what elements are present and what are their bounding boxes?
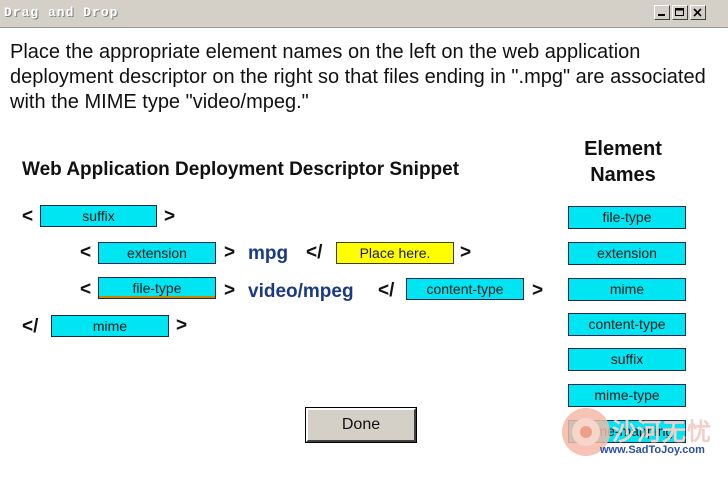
close-bracket: >: [532, 280, 544, 301]
maximize-icon: [675, 8, 684, 16]
title-bar: Drag and Drop: [0, 0, 728, 28]
drop-slot-extension[interactable]: extension: [98, 242, 216, 264]
open-bracket: <: [22, 206, 34, 227]
close-bracket: >: [176, 315, 188, 336]
close-icon: [693, 8, 702, 17]
drop-slot-suffix[interactable]: suffix: [40, 205, 157, 227]
open-bracket: <: [80, 242, 92, 263]
open-bracket: <: [80, 279, 92, 300]
minimize-icon: [658, 14, 665, 16]
snippet-title: Web Application Deployment Descriptor Sn…: [22, 159, 460, 180]
element-names-header: Element Names: [584, 138, 662, 186]
close-button[interactable]: [690, 5, 706, 20]
element-name-tile[interactable]: mime: [568, 278, 686, 301]
end-tag-open: </: [378, 280, 395, 301]
done-button[interactable]: Done: [305, 407, 417, 443]
element-name-tile[interactable]: suffix: [568, 348, 686, 371]
drop-slot-file-type[interactable]: file-type: [98, 277, 216, 299]
close-bracket: >: [460, 242, 472, 263]
watermark-cn: 沙河无忧: [612, 419, 712, 446]
close-bracket: >: [224, 280, 236, 301]
close-bracket: >: [164, 206, 176, 227]
drop-slot-content-type[interactable]: content-type: [406, 278, 524, 300]
minimize-button[interactable]: [654, 5, 670, 20]
element-name-tile[interactable]: extension: [568, 242, 686, 265]
watermark-url: www.SadToJoy.com: [600, 444, 705, 456]
end-tag-open: </: [22, 316, 39, 337]
element-name-tile[interactable]: file-type: [568, 206, 686, 229]
element-name-tile[interactable]: content-type: [568, 313, 686, 336]
close-bracket: >: [224, 242, 236, 263]
watermark-logo: [562, 408, 610, 456]
drop-slot-placeholder[interactable]: Place here.: [336, 242, 454, 264]
maximize-button[interactable]: [672, 5, 688, 20]
drop-slot-mime[interactable]: mime: [51, 315, 169, 337]
value-mpg: mpg: [248, 243, 289, 264]
window-title: Drag and Drop: [4, 5, 119, 20]
end-tag-open: </: [306, 242, 323, 263]
instructions-text: Place the appropriate element names on t…: [10, 41, 706, 113]
value-video-mpeg: video/mpeg: [248, 281, 354, 302]
element-name-tile[interactable]: mime-type: [568, 384, 686, 407]
